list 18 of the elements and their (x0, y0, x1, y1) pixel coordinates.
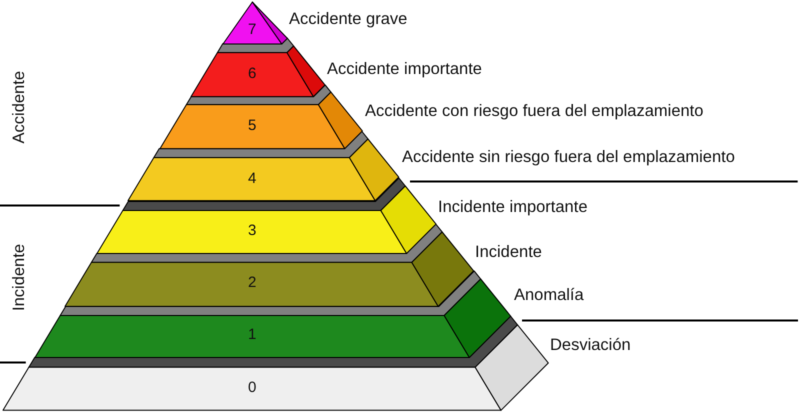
category-label: Incidente (10, 244, 28, 310)
tier-label: Accidente con riesgo fuera del emplazamiento (364, 102, 704, 122)
tier-number: 2 (248, 275, 256, 292)
tier-number: 7 (248, 22, 256, 38)
tier-label: Incidente (474, 243, 542, 262)
tier-label: Accidente grave (288, 10, 408, 28)
tier-label: Desviación (550, 336, 631, 356)
tier-label: Accidente importante (326, 60, 482, 80)
tier-number: 1 (248, 327, 256, 344)
tier-number: 5 (248, 118, 256, 135)
tier-label: Accidente sin riesgo fuera del emplazamiento (402, 148, 735, 168)
tier-label: Anomalía (514, 286, 584, 306)
tier-label: Incidente importante (438, 198, 588, 218)
category-label: Accidente (10, 71, 28, 144)
tier-number: 6 (248, 66, 256, 83)
tier-number: 0 (248, 380, 256, 396)
tier-number: 4 (248, 170, 256, 188)
tier-number: 3 (248, 222, 256, 240)
